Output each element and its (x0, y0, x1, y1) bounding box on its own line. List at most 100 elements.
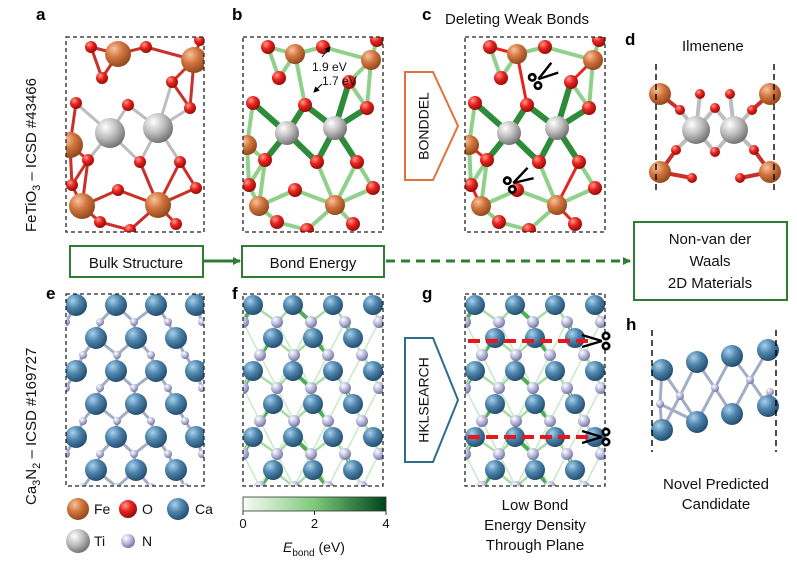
o-atom (588, 181, 602, 195)
bond (378, 378, 383, 389)
o-atom (747, 105, 757, 115)
bond (393, 404, 396, 421)
ca-atom (485, 460, 505, 480)
bond (310, 420, 329, 455)
ca-atom (757, 395, 779, 417)
n-atom (305, 316, 317, 328)
ca-atom (545, 427, 565, 447)
panel-label-f: f (232, 284, 238, 303)
o-atom (170, 218, 182, 230)
fe-atom (759, 161, 781, 183)
n-atom (164, 318, 172, 326)
ca-atom (465, 295, 485, 315)
hklsearch-arrow: HKLSEARCH (404, 337, 460, 463)
ca-atom (105, 426, 127, 448)
arrow-1-7ev (313, 83, 323, 93)
ca-atom (383, 328, 403, 348)
ca-atom (263, 328, 283, 348)
o-atom (288, 183, 302, 197)
bond (600, 387, 605, 398)
n-atom (612, 481, 624, 493)
n-atom (510, 481, 522, 486)
arrow-1-9ev (321, 46, 331, 58)
n-atom (493, 448, 505, 460)
n-atom (288, 481, 300, 486)
bulk-structure-box (69, 245, 204, 278)
o-atom (124, 224, 136, 232)
o-atom (194, 37, 204, 46)
o-atom (174, 156, 186, 168)
ca-atom (85, 393, 107, 415)
legend-fe-atom (67, 498, 89, 520)
o-atom (360, 101, 374, 115)
colorbar-gradient (242, 496, 387, 512)
n-atom (66, 384, 70, 392)
o-atom (350, 155, 364, 169)
ca-atom (145, 360, 167, 382)
bond (498, 387, 517, 422)
ca-atom (85, 459, 107, 481)
n-atom (271, 382, 283, 394)
n-atom (510, 349, 522, 361)
n-atom (271, 448, 283, 460)
ca-atom (105, 360, 127, 382)
panel-b-frame (242, 36, 384, 233)
ti-atom (497, 121, 521, 145)
panel-label-e: e (46, 284, 55, 303)
caption-h-line-2: Candidate (682, 496, 750, 513)
bond (465, 453, 483, 486)
o-atom (316, 40, 330, 54)
bond (465, 321, 483, 356)
o-atom (492, 215, 506, 229)
panel-c-frame (464, 36, 606, 233)
fe-atom (465, 135, 479, 155)
panel-label-c: c (422, 5, 431, 24)
panel-c-structure (465, 37, 605, 232)
ti-atom (323, 116, 347, 140)
n-atom (305, 382, 317, 394)
n-atom (96, 450, 104, 458)
bond (259, 354, 278, 389)
n-atom (322, 415, 334, 427)
fe-atom (181, 47, 204, 73)
n-atom (147, 351, 155, 359)
scissors-icon (581, 427, 611, 447)
o-atom (483, 40, 497, 54)
n-atom (147, 417, 155, 425)
ti-atom (143, 113, 173, 143)
n-atom (96, 318, 104, 326)
ca-atom (185, 426, 204, 448)
o-atom (538, 40, 552, 54)
legend-o-atom (119, 500, 137, 518)
n-atom (676, 392, 684, 400)
o-atom (582, 101, 596, 115)
n-atom (595, 448, 605, 460)
bond (293, 387, 312, 422)
n-atom (527, 316, 539, 328)
ca-atom (363, 361, 383, 381)
row-label-ca3n2: Ca3N2 – ICSD #169727 (23, 348, 43, 505)
bond (243, 387, 261, 422)
ca-atom (205, 459, 227, 481)
n-atom (339, 316, 351, 328)
ca-atom (363, 427, 383, 447)
ca-atom (525, 328, 545, 348)
energy-label-low: 1.7 eV (322, 74, 357, 88)
n-atom (79, 483, 87, 486)
panel-e-frame (65, 293, 205, 487)
fe-atom (759, 83, 781, 105)
ca-atom (721, 403, 743, 425)
o-atom (592, 37, 605, 47)
n-atom (465, 448, 471, 460)
o-atom (166, 76, 178, 88)
n-atom (544, 415, 556, 427)
panel-label-h: h (626, 315, 636, 334)
o-atom (96, 72, 108, 84)
bond (549, 321, 568, 356)
fe-atom (507, 44, 527, 64)
panel-h-structure (651, 330, 779, 452)
fe-atom (547, 195, 567, 215)
ti-atom (720, 116, 748, 144)
ca-atom (465, 361, 485, 381)
o-atom (522, 223, 536, 232)
